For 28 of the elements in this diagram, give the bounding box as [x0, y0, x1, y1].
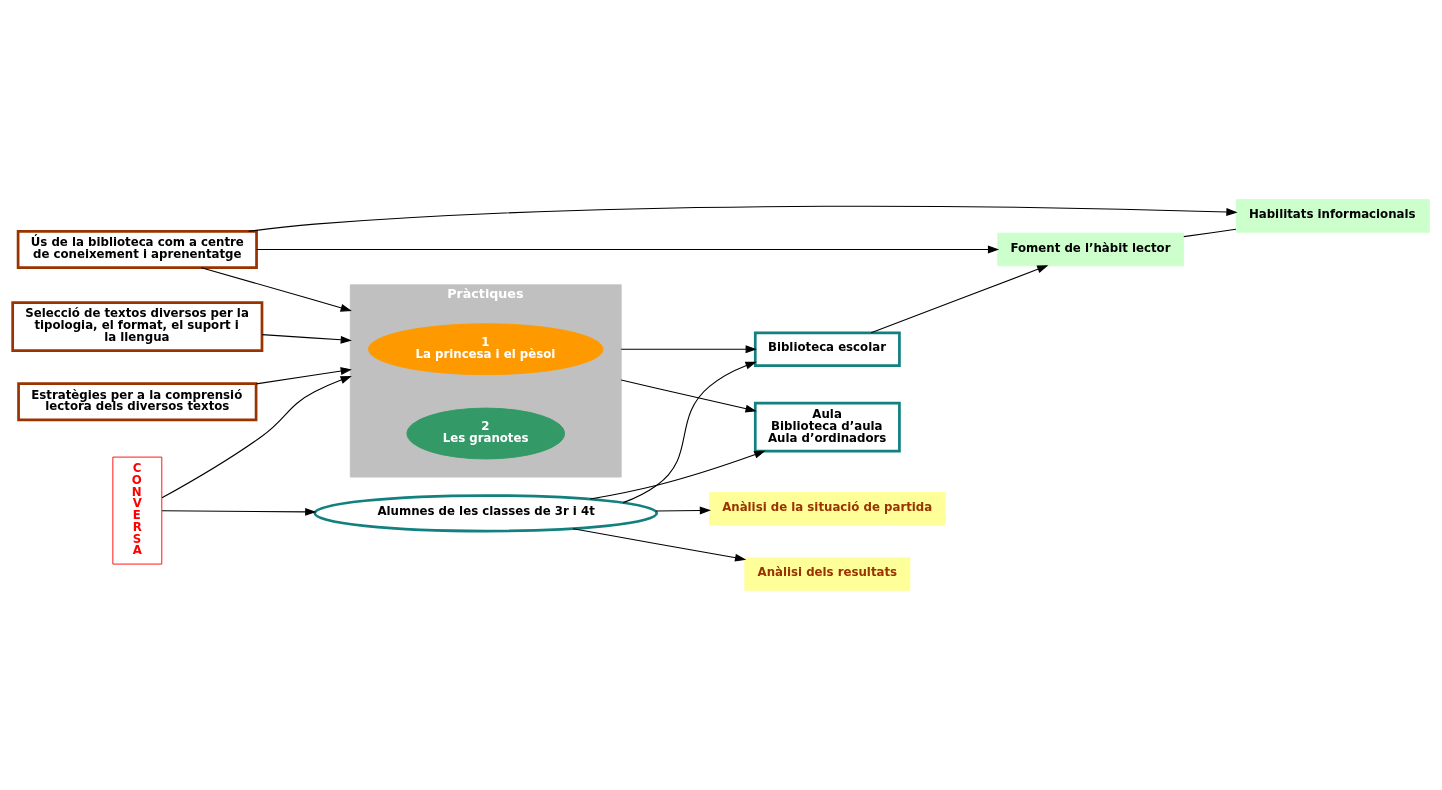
node-box: Biblioteca escolar [753, 331, 901, 367]
arrow [620, 345, 757, 354]
arrow [256, 245, 1000, 254]
arrow [161, 507, 317, 516]
node-box: Estratègies per a la comprensió lectora dels diversos textos [17, 382, 258, 422]
node-ellipse: Alumnes de les classes de 3r i 4t [313, 494, 659, 533]
arrow [200, 267, 352, 312]
node-box: Selecció de textos diversos per la tipologia, el format, el suport i la llengua [11, 301, 264, 352]
connector [1183, 228, 1237, 238]
node-box: CONVERSA [112, 456, 163, 565]
arrow [247, 205, 1238, 232]
arrow [589, 450, 766, 500]
node-box: Foment de l’hàbit lector [997, 232, 1185, 267]
arrow [572, 528, 747, 562]
arrow [261, 334, 352, 344]
arrow [255, 367, 352, 385]
node-box: Anàlisi de la situació de partida [709, 492, 946, 526]
arrow [620, 379, 757, 413]
arrow [622, 361, 757, 504]
node-ellipse: 1 La princesa i el pèsol [368, 323, 604, 376]
arrow [161, 376, 352, 499]
arrow [870, 265, 1049, 334]
node-box: Habilitats informacionals [1235, 199, 1430, 233]
arrow [655, 506, 712, 515]
node-box: Anàlisi dels resultats [744, 557, 911, 591]
node-box: Aula Biblioteca d’aula Aula d’ordinadors [753, 401, 901, 453]
node-box: Ús de la biblioteca com a centre de coneixement i aprenentatge [16, 230, 258, 269]
node-ellipse: 2 Les granotes [406, 407, 566, 460]
